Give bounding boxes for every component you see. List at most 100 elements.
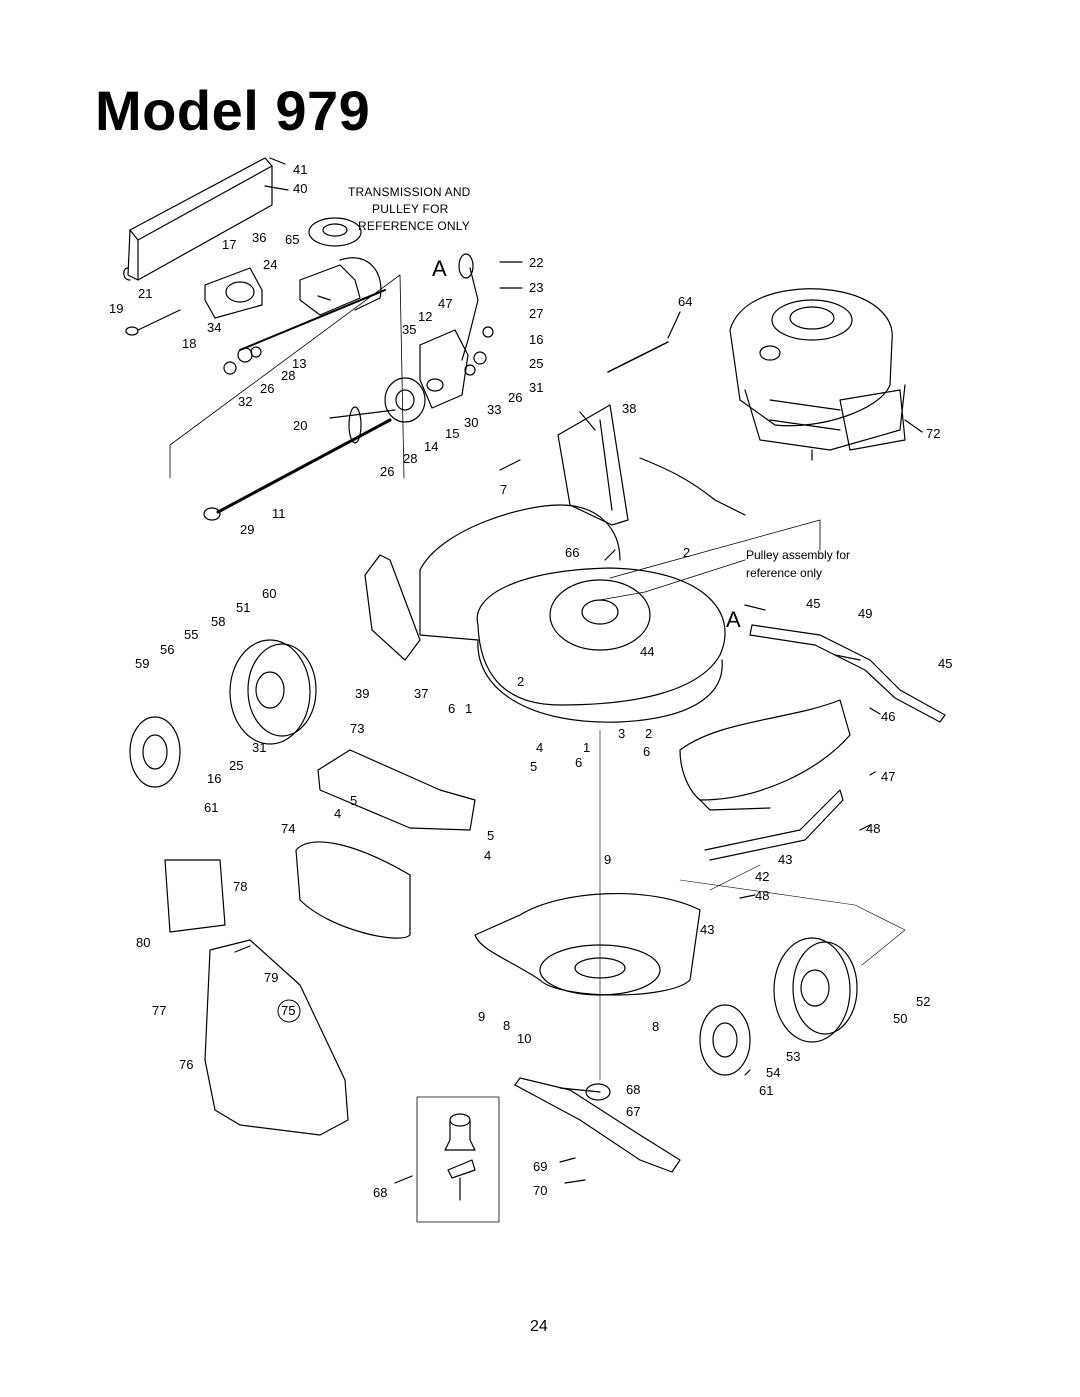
part-callout: 73 <box>350 721 365 736</box>
part-callout: 48 <box>755 888 770 903</box>
part-callout: 56 <box>160 642 175 657</box>
part-callout: 45 <box>938 656 953 671</box>
part-callout: 11 <box>272 506 286 521</box>
transmission-box <box>169 274 405 479</box>
page-title: Model 979 <box>95 79 371 142</box>
part-callout: 13 <box>292 356 307 371</box>
part-callout: 28 <box>281 368 296 383</box>
part-callout: 42 <box>755 869 770 884</box>
part-callout: 2 <box>517 674 525 689</box>
part-callout: 55 <box>184 627 199 642</box>
part-callout: 80 <box>136 935 151 950</box>
reference-marker-a: A <box>432 256 447 281</box>
part-callout: 68 <box>373 1185 388 1200</box>
part-callout: 27 <box>529 306 544 321</box>
part-callout: 37 <box>414 686 429 701</box>
part-callout: 36 <box>252 230 267 245</box>
part-callout: 65 <box>285 232 300 247</box>
part-callout: 35 <box>402 322 417 337</box>
part-callout: 58 <box>211 614 226 629</box>
part-callout: 25 <box>529 356 544 371</box>
part-callout: 60 <box>262 586 277 601</box>
reference-marker-a: A <box>726 607 741 632</box>
part-callout: 5 <box>487 828 495 843</box>
transmission-part <box>125 217 494 521</box>
circled-callout: 75 <box>281 1003 296 1018</box>
part-callout: 47 <box>881 769 896 784</box>
part-callout: 77 <box>152 1003 167 1018</box>
part-callout: 3 <box>618 726 626 741</box>
part-callout: 31 <box>529 380 544 395</box>
part-callout: 6 <box>643 744 651 759</box>
part-callout: 6 <box>448 701 456 716</box>
part-callout: 9 <box>478 1009 486 1024</box>
part-callout: 18 <box>182 336 197 351</box>
part-callout: 26 <box>260 381 275 396</box>
part-callout: 43 <box>700 922 715 937</box>
deck-part <box>419 504 726 723</box>
part-callout: 26 <box>508 390 523 405</box>
part-callout: 31 <box>252 740 267 755</box>
part-callout: 4 <box>536 740 544 755</box>
part-callout: 72 <box>926 426 941 441</box>
part-callout: 9 <box>604 852 612 867</box>
part-callout: 61 <box>204 800 219 815</box>
part-callout: 66 <box>565 545 580 560</box>
part-callout: 22 <box>529 255 544 270</box>
part-callout: 49 <box>858 606 873 621</box>
engine-part <box>729 288 906 461</box>
part-callout: 33 <box>487 402 502 417</box>
part-callout: 17 <box>222 237 237 252</box>
part-callout: 70 <box>533 1183 548 1198</box>
part-callout: 7 <box>500 482 508 497</box>
page-number: 24 <box>530 1318 548 1335</box>
pulley-note-line2: reference only <box>746 566 823 580</box>
part-callout: 43 <box>778 852 793 867</box>
part-callout: 44 <box>640 644 655 659</box>
transmission-note-line2: PULLEY FOR <box>372 202 449 216</box>
part-callout: 8 <box>503 1018 511 1033</box>
part-callout: 69 <box>533 1159 548 1174</box>
callout-75-circle <box>277 999 301 1023</box>
part-callout: 25 <box>229 758 244 773</box>
part-callout: 51 <box>236 600 251 615</box>
part-callout: 29 <box>240 522 255 537</box>
part-callout: 78 <box>233 879 248 894</box>
part-callout: 64 <box>678 294 693 309</box>
part-callout: 67 <box>626 1104 641 1119</box>
part-callout: 38 <box>622 401 637 416</box>
part-callout: 15 <box>445 426 460 441</box>
part-callout: 6 <box>575 755 583 770</box>
wheel-part <box>699 937 858 1076</box>
part-callout: 4 <box>334 806 342 821</box>
part-callout: 5 <box>530 759 538 774</box>
part-callout: 45 <box>806 596 821 611</box>
transmission-note-line1: TRANSMISSION AND <box>348 185 471 199</box>
part-callout: 12 <box>418 309 433 324</box>
part-callout: 16 <box>207 771 222 786</box>
grass-bag-part <box>164 859 349 1136</box>
part-callout: 39 <box>355 686 370 701</box>
part-callout: 1 <box>465 701 473 716</box>
part-callout: 2 <box>645 726 653 741</box>
part-callout: 2 <box>683 545 691 560</box>
part-callout: 79 <box>264 970 279 985</box>
part-callout: 50 <box>893 1011 908 1026</box>
part-callout: 14 <box>424 439 439 454</box>
part-callout: 54 <box>766 1065 781 1080</box>
blade-part <box>514 1077 681 1173</box>
handle-part <box>749 624 946 723</box>
pulley-note-line1: Pulley assembly for <box>746 548 851 562</box>
inset-box <box>416 1096 500 1223</box>
part-callout: 46 <box>881 709 896 724</box>
part-callout: 21 <box>138 286 153 301</box>
wheel-part <box>129 639 317 788</box>
part-callout: 8 <box>652 1019 660 1034</box>
baffle-part <box>679 699 851 811</box>
part-callout: 61 <box>759 1083 774 1098</box>
part-callout: 26 <box>380 464 395 479</box>
part-callout: 24 <box>263 257 278 272</box>
part-callout: 4 <box>484 848 492 863</box>
part-callout: 20 <box>293 418 308 433</box>
rail-part <box>123 157 273 281</box>
